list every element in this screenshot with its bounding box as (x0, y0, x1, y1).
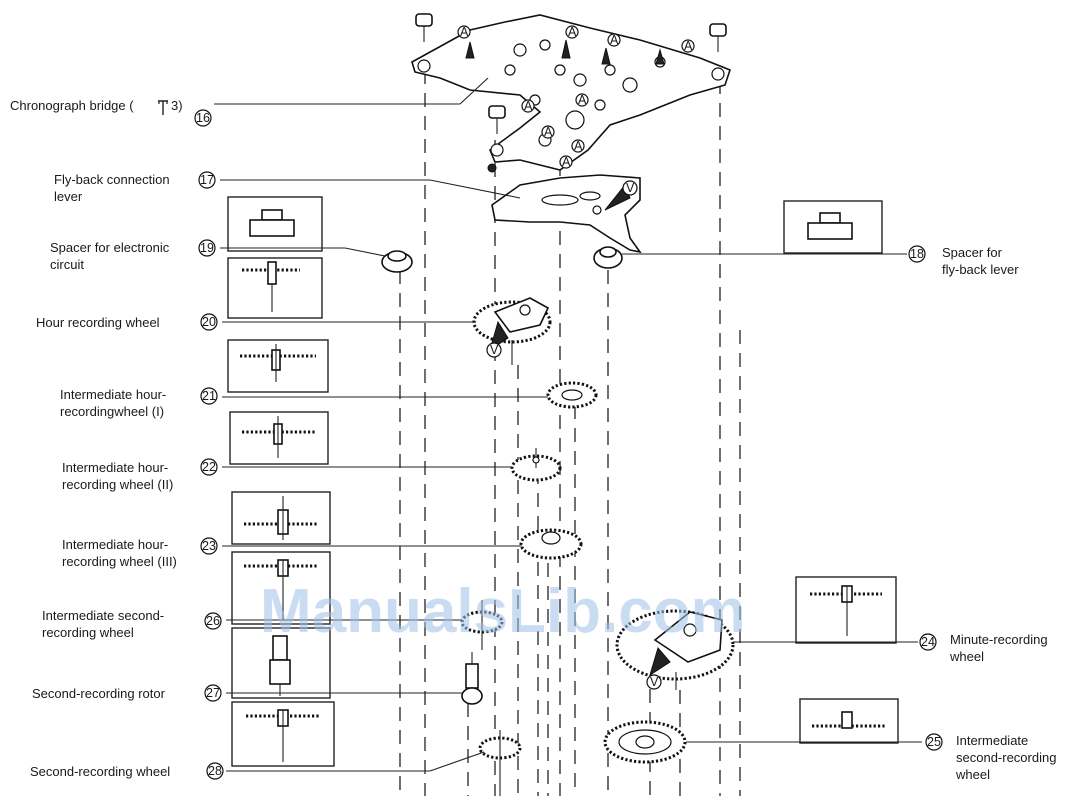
label-intermediate-second-right-2: second-recording (956, 750, 1056, 765)
chronograph-bridge-drawing: A A A A A A A A A (411, 13, 731, 173)
screw-right (709, 23, 727, 52)
svg-text:A: A (610, 33, 619, 47)
label-minute-recording-wheel-2: wheel (949, 649, 984, 664)
svg-text:A: A (568, 25, 577, 39)
detail-box-intermediate-second-left (231, 551, 331, 625)
labels: Chronograph bridge ( 3) 16 Fly-back conn… (10, 98, 1056, 782)
intermediate-second-wheel-left-drawing (460, 600, 504, 650)
number-19: 19 (200, 241, 214, 255)
detail-box-spacer-electronic (227, 196, 323, 252)
wrench-icon (158, 100, 168, 115)
intermediate-second-wheel-right-drawing (603, 720, 687, 764)
detail-box-minute-wheel (795, 576, 897, 644)
label-chronograph-bridge: Chronograph bridge ( (10, 98, 134, 113)
second-recording-wheel-drawing (478, 730, 522, 796)
intermediate-hour-wheel-2-drawing (510, 448, 562, 482)
intermediate-hour-wheel-3-drawing (519, 528, 583, 560)
svg-text:V: V (626, 181, 635, 195)
watermark: ManualsLib.com (260, 577, 746, 646)
hour-recording-wheel-drawing: V (472, 297, 552, 365)
label-spacer-electronic-1: Spacer for electronic (50, 240, 170, 255)
label-hour-recording-wheel: Hour recording wheel (36, 315, 160, 330)
label-flyback-lever-2: lever (54, 189, 83, 204)
label-spacer-flyback-2: fly-back lever (942, 262, 1019, 277)
number-16: 16 (196, 111, 210, 125)
flyback-lever-drawing: V (491, 174, 642, 254)
detail-box-intermediate-hour-3 (231, 491, 331, 545)
label-intermediate-hour-2-b: recording wheel (II) (62, 477, 173, 492)
minute-recording-wheel-drawing: V (615, 609, 735, 690)
label-intermediate-second-left-b: recording wheel (42, 625, 134, 640)
number-21: 21 (202, 389, 216, 403)
intermediate-hour-wheel-1-drawing (546, 381, 598, 409)
number-26: 26 (206, 614, 220, 628)
label-intermediate-second-right-1: Intermediate (956, 733, 1028, 748)
svg-text:V: V (650, 675, 659, 689)
label-second-recording-wheel: Second-recording wheel (30, 764, 170, 779)
marker-a-group: A A A A A A A A A (457, 25, 695, 169)
label-flyback-lever-1: Fly-back connection (54, 172, 170, 187)
label-spacer-flyback-1: Spacer for (942, 245, 1003, 260)
svg-text:A: A (574, 139, 583, 153)
label-intermediate-hour-2-a: Intermediate hour- (62, 460, 168, 475)
detail-box-rotor (231, 627, 331, 699)
label-intermediate-hour-1-a: Intermediate hour- (60, 387, 166, 402)
number-27: 27 (206, 686, 220, 700)
number-28: 28 (208, 764, 222, 778)
label-second-recording-rotor: Second-recording rotor (32, 686, 166, 701)
detail-box-spacer-flyback (783, 200, 883, 254)
detail-box-hour-wheel (227, 257, 323, 319)
svg-text:3): 3) (171, 98, 183, 113)
number-17: 17 (200, 173, 214, 187)
label-intermediate-second-right-3: wheel (955, 767, 990, 782)
detail-box-second-wheel (231, 701, 335, 767)
number-22: 22 (202, 460, 216, 474)
number-20: 20 (202, 315, 216, 329)
svg-text:A: A (460, 25, 469, 39)
number-24: 24 (921, 635, 935, 649)
label-intermediate-hour-1-b: recordingwheel (I) (60, 404, 164, 419)
label-intermediate-hour-3-b: recording wheel (III) (62, 554, 177, 569)
svg-text:V: V (490, 343, 499, 357)
detail-box-intermediate-second-right (799, 698, 899, 744)
number-18: 18 (910, 247, 924, 261)
detail-box-intermediate-hour-2 (229, 411, 329, 465)
svg-text:A: A (562, 155, 571, 169)
svg-text:A: A (544, 125, 553, 139)
spacer-electronic-drawing (381, 250, 413, 273)
svg-text:A: A (684, 39, 693, 53)
detail-box-intermediate-hour-1 (227, 339, 329, 393)
screw-center (488, 105, 506, 134)
second-recording-rotor-drawing (461, 652, 483, 705)
svg-text:A: A (524, 99, 533, 113)
screw-left (415, 13, 433, 42)
number-23: 23 (202, 539, 216, 553)
spacer-flyback-drawing (593, 246, 623, 269)
label-minute-recording-wheel-1: Minute-recording (950, 632, 1048, 647)
detail-boxes (227, 196, 899, 767)
label-spacer-electronic-2: circuit (50, 257, 84, 272)
label-intermediate-second-left-a: Intermediate second- (42, 608, 164, 623)
label-intermediate-hour-3-a: Intermediate hour- (62, 537, 168, 552)
svg-text:A: A (578, 93, 587, 107)
number-25: 25 (927, 735, 941, 749)
leader-lines (214, 77, 922, 772)
